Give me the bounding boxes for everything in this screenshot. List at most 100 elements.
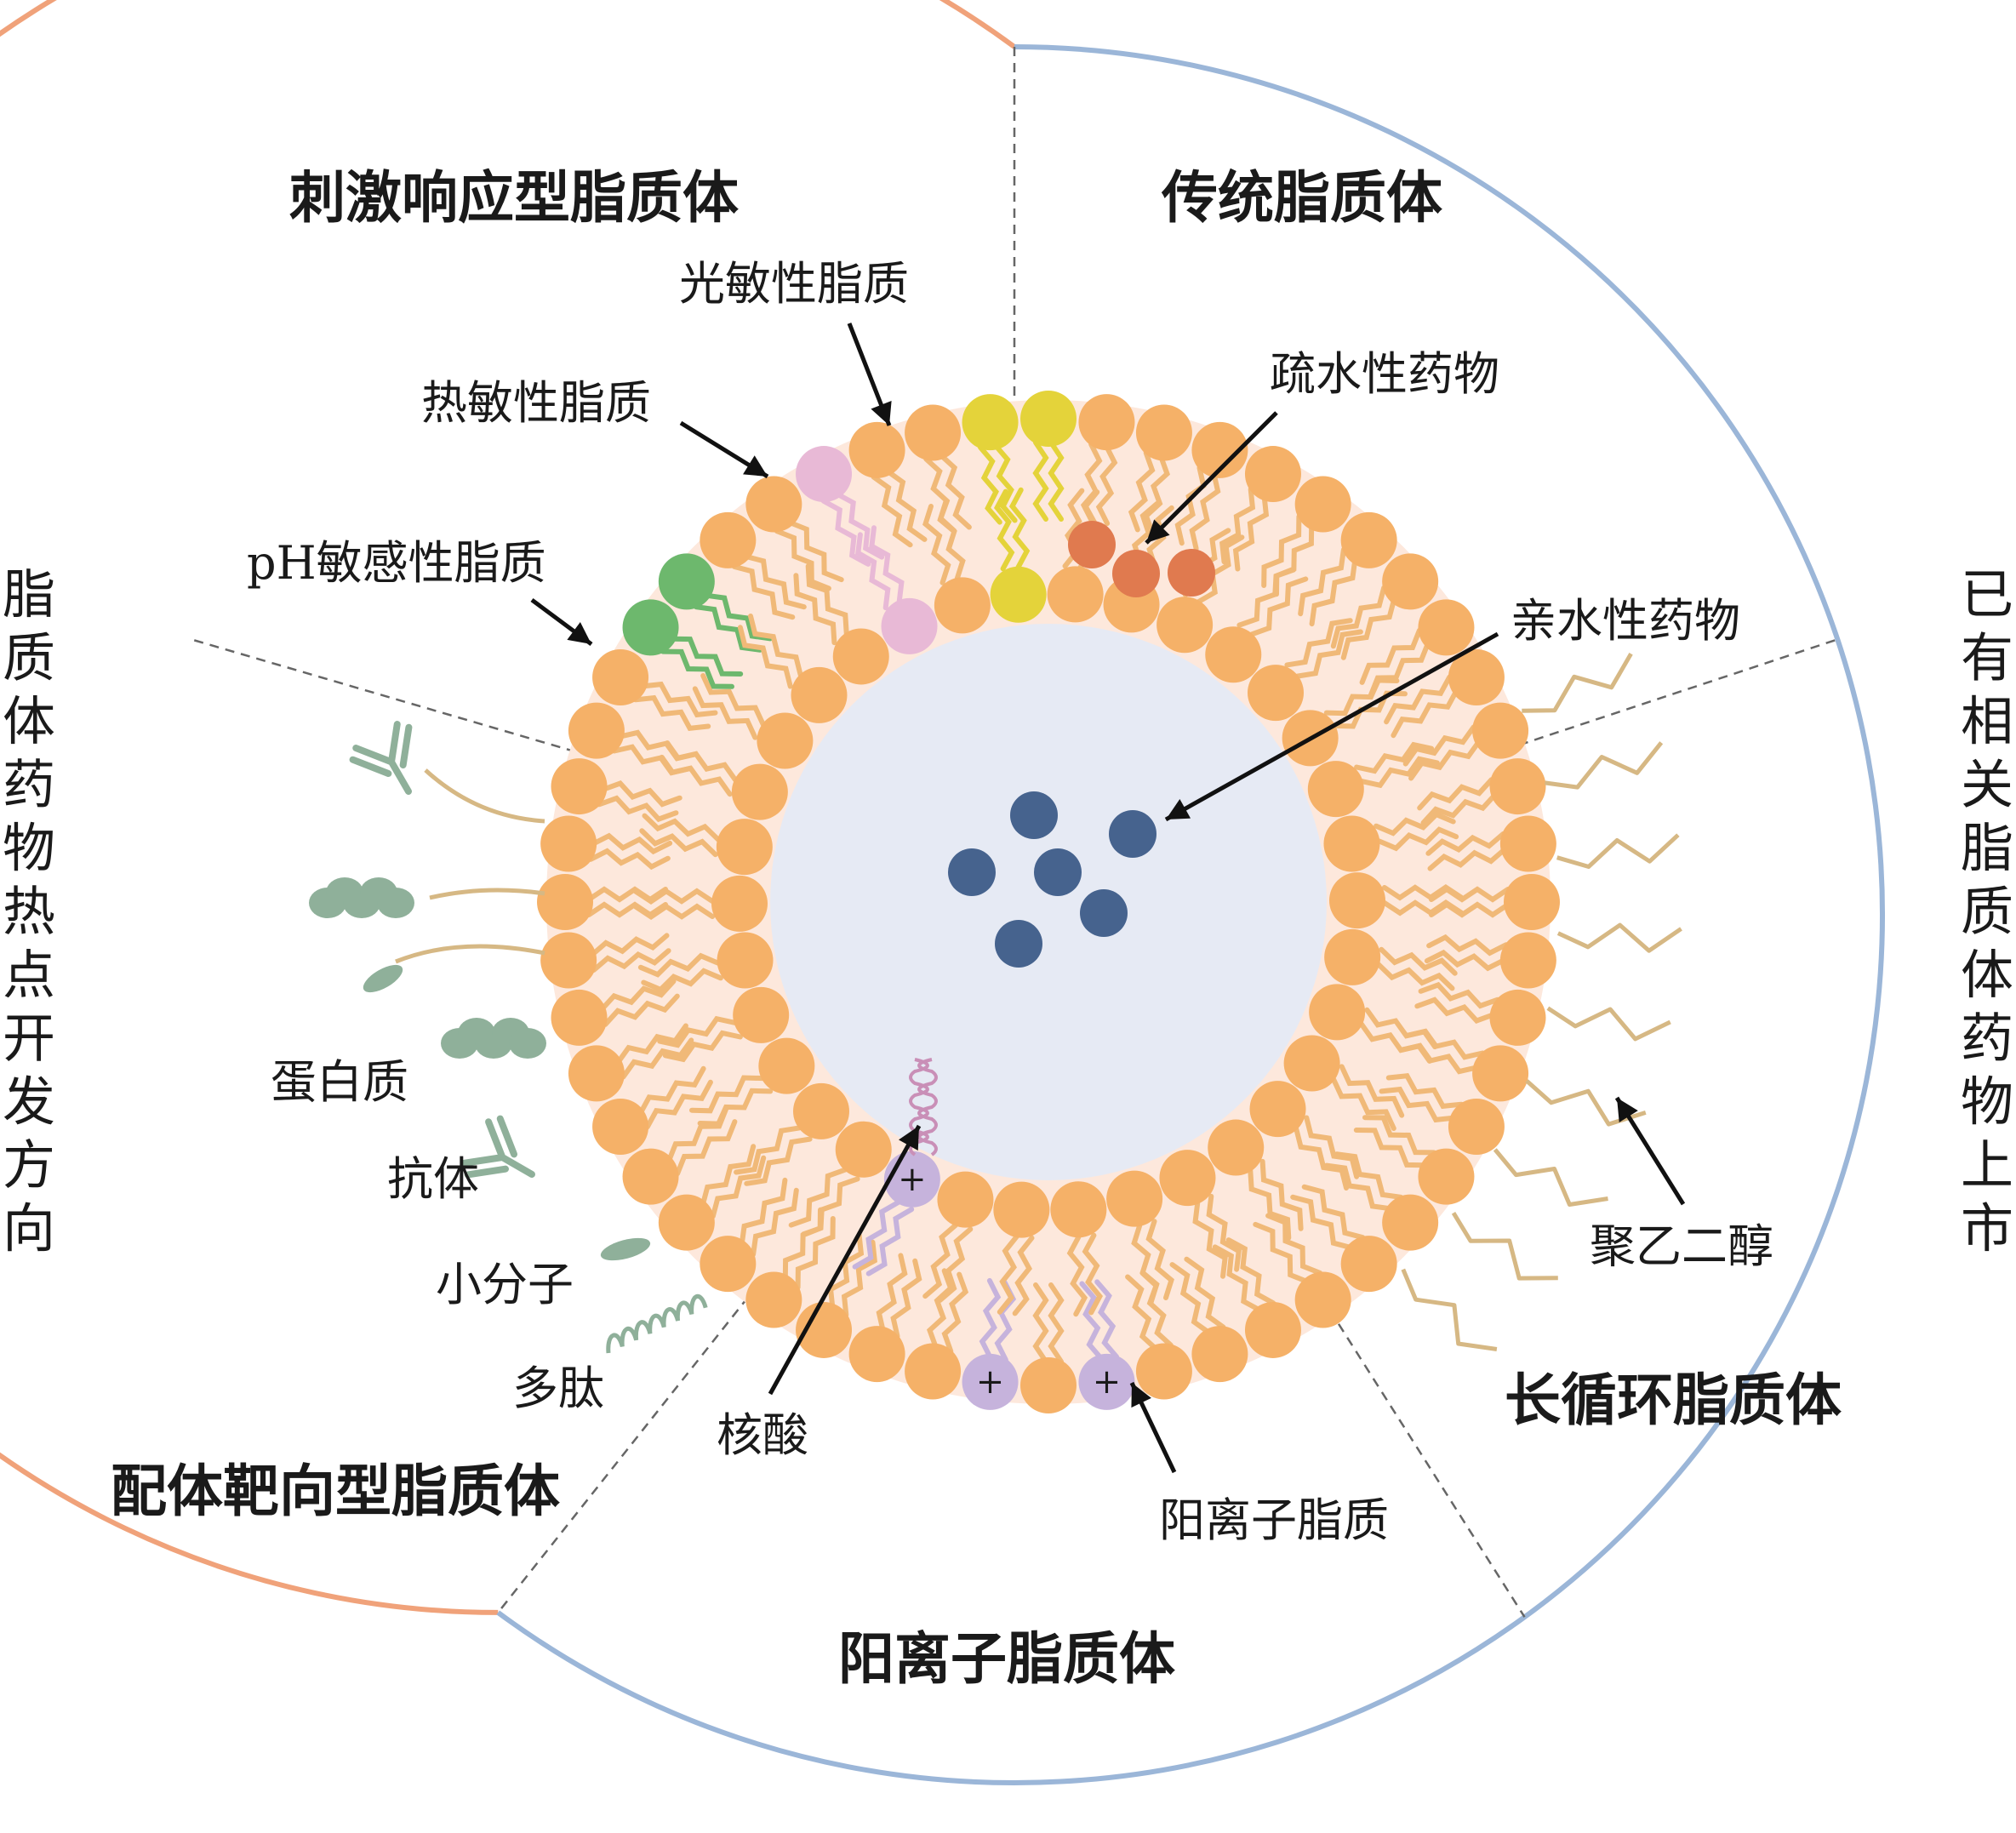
lipid-tail [1189,471,1221,551]
lipid-head [792,1082,849,1139]
arrow-hydrophilic-drug [1164,631,1499,822]
lipid-tail [937,500,966,581]
label-ph-sensitive-lipid: pH敏感性脂质 [247,536,546,590]
lipid-head [1283,1035,1340,1092]
lipid-tail [1290,1194,1354,1251]
peg-chain [1401,1268,1498,1351]
lipid-head [832,628,889,685]
lipid-tail [662,1030,743,1063]
lipid-tail [590,832,673,855]
lipid-tail [644,1079,713,1130]
lipid-tail [1354,741,1435,774]
side-label-char: 质 [3,627,55,689]
lipid-tail [588,848,671,871]
lipid-tail [1212,1244,1263,1313]
sector-title-cationic: 阳离子脂质体 [838,1625,1175,1692]
lipid-head [1020,1357,1077,1413]
outer-ring [0,0,1885,1785]
lipid-tail [1323,677,1400,717]
lipid-head [1499,815,1556,872]
lipid-head [551,758,608,815]
special-lipid-head [796,446,853,503]
lipid-tail [660,648,734,689]
side-label-char: 方 [3,1134,55,1196]
lipid-tail [805,563,849,637]
plus-sign: + [898,1160,927,1199]
lipid-tail [739,1177,788,1248]
lipid-tail [1082,1232,1103,1316]
lipid-tail [620,1037,694,1080]
peg-chain [1545,741,1664,790]
lipid-head [592,649,649,706]
lipid-tail [852,1200,901,1270]
lipid-tail [693,604,763,653]
arrow-hydrophobic-drug [1145,411,1278,545]
side-label-char: 发 [3,1071,55,1133]
side-label-char: 脂 [3,563,55,625]
lipid-head [745,1271,802,1328]
antibody-ligand [349,721,413,795]
lipid-tail [871,474,913,548]
sector-title-stimulus: 刺激响应型脂质体 [289,164,739,231]
side-label-char: 市 [1961,1197,2013,1259]
aqueous-core [770,624,1327,1180]
lipid-tail [841,1239,877,1318]
side-label-char: 脂 [1961,817,2013,879]
lipid-head [1323,815,1380,872]
lipid-tail [1048,1282,1065,1364]
lipid-tail [1425,831,1506,856]
lipid-tail [941,1271,969,1354]
lipid-head [1156,597,1214,654]
lipid-head [700,1236,757,1293]
lipid-head [717,932,774,989]
lipid-tail [1381,883,1464,901]
lipid-head [1050,1181,1107,1238]
hydrophilic-drug-molecule [948,848,996,896]
lipid-head [835,1121,892,1178]
special-lipid-head [881,597,938,654]
lipid-tail [1143,454,1171,536]
lipid-head [905,404,962,461]
lipid-tail [1408,739,1482,781]
lipid-head [791,666,848,723]
lipid-tail [599,979,677,1013]
lipid-tail [632,694,711,731]
lipid-head [1472,1045,1529,1102]
lipid-tail [737,625,793,689]
side-label-char: 药 [1961,1008,2013,1070]
lipid-tail [997,1234,1019,1315]
lipid-head [1249,1081,1306,1138]
lipid-head [733,986,790,1043]
lipid-head [1309,984,1366,1041]
lipid-head [1489,758,1546,815]
hydrophilic-drug-molecule [1080,889,1128,937]
lipid-tail [1225,1237,1276,1306]
lipid-head [758,1037,815,1094]
lipid-head [848,1326,905,1383]
outer-arc-right [496,44,1885,1785]
lipid-head [1504,874,1560,930]
special-lipid-head [1020,391,1077,447]
annotation-arrows [530,323,1686,1474]
lipid-tail [1206,1193,1242,1272]
lipid-tail [1424,949,1507,972]
lipid-tail [1032,1282,1049,1364]
lipid-tail [922,1222,958,1299]
plus-sign: + [1093,1362,1122,1402]
lipid-head [1078,394,1135,451]
label-hydrophilic-drug: 亲水性药物 [1511,594,1740,648]
peg-chain [1556,833,1680,869]
liposome: +++ [537,391,1560,1413]
lipid-tail [1331,1076,1396,1131]
lipid-tail [697,1088,774,1127]
lipid-tail [827,1232,865,1311]
side-label-char: 开 [3,1008,55,1070]
label-hydrophobic-drug: 疏水性药物 [1270,347,1499,401]
special-lipid-head [962,1353,1019,1410]
protein-ligand [441,1018,546,1059]
lipid-head [796,1301,853,1358]
special-lipid-head [622,599,679,656]
side-label-char: 向 [3,1197,55,1259]
label-photosensitive-lipid: 光敏性脂质 [679,257,909,311]
